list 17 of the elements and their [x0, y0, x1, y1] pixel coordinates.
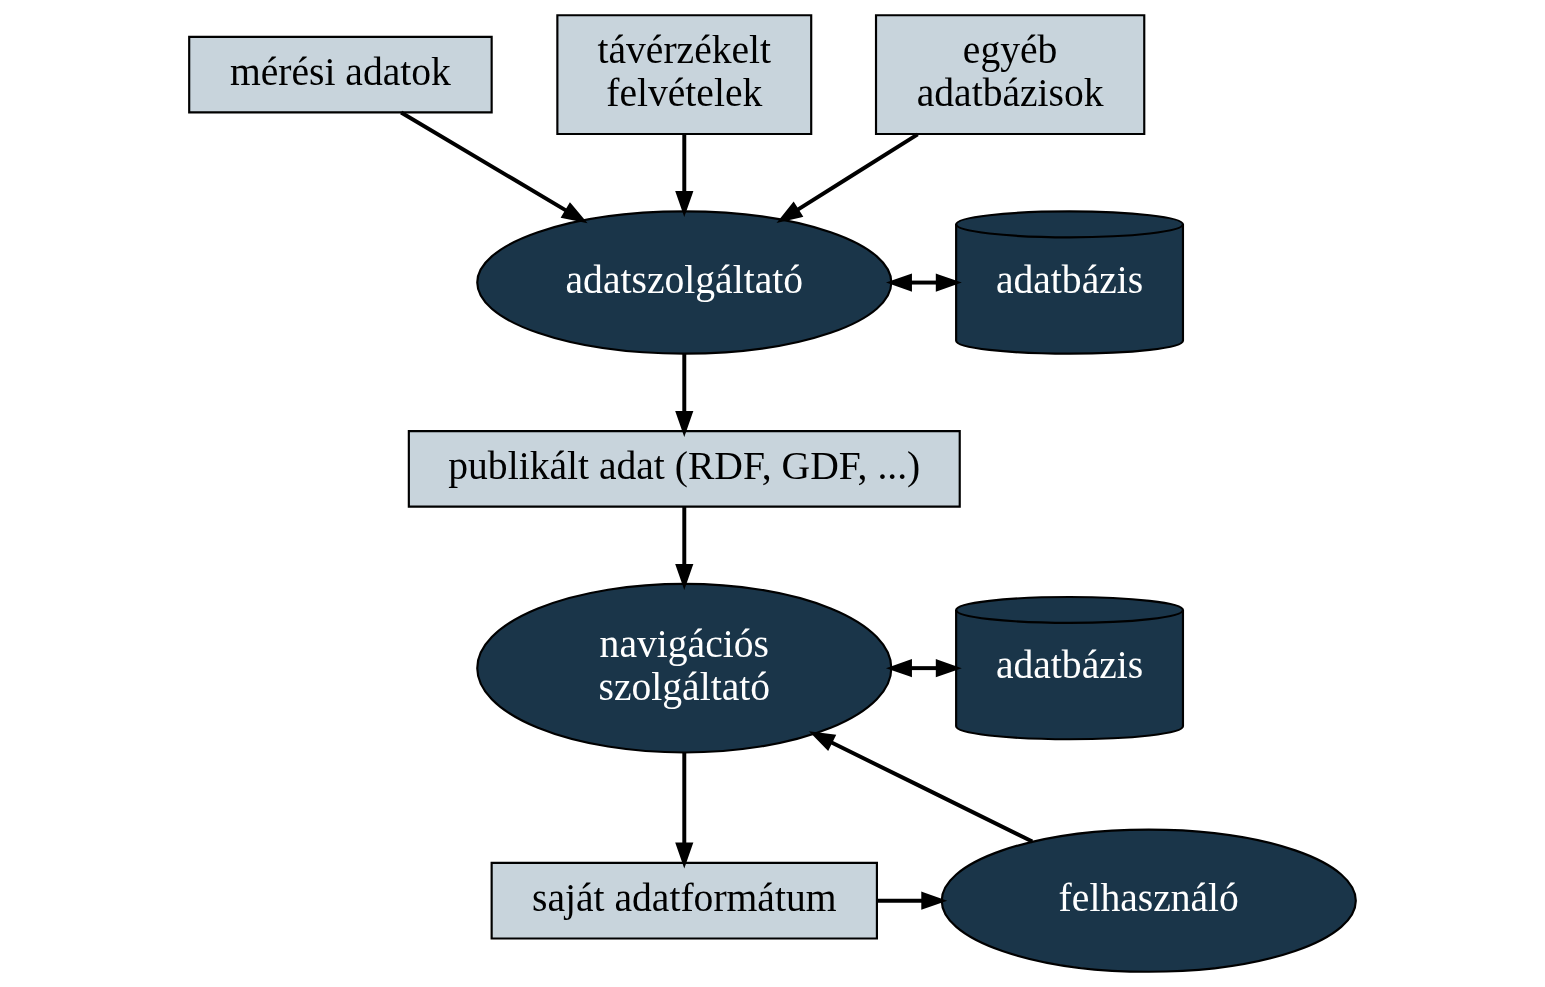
arrow: [675, 134, 694, 217]
arrow: [808, 731, 1034, 844]
arrow: [675, 353, 694, 437]
arrow: [400, 110, 588, 224]
node-ellipse: adatszolgáltató: [476, 210, 893, 355]
arrow: [885, 659, 962, 678]
arrow: [675, 752, 694, 869]
node-box: saját adatformátum: [490, 861, 878, 940]
node-box: egyéb adatbázisok: [874, 14, 1146, 136]
node-box: mérési adatok: [188, 35, 493, 114]
arrow: [877, 891, 948, 910]
node-box: publikált adat (RDF, GDF, ...): [407, 430, 961, 508]
node-box: távérzékelt felvételek: [556, 14, 813, 136]
arrow: [675, 507, 694, 590]
arrow: [885, 273, 962, 292]
arrow: [776, 132, 919, 223]
node-ellipse: felhasználó: [940, 828, 1357, 973]
